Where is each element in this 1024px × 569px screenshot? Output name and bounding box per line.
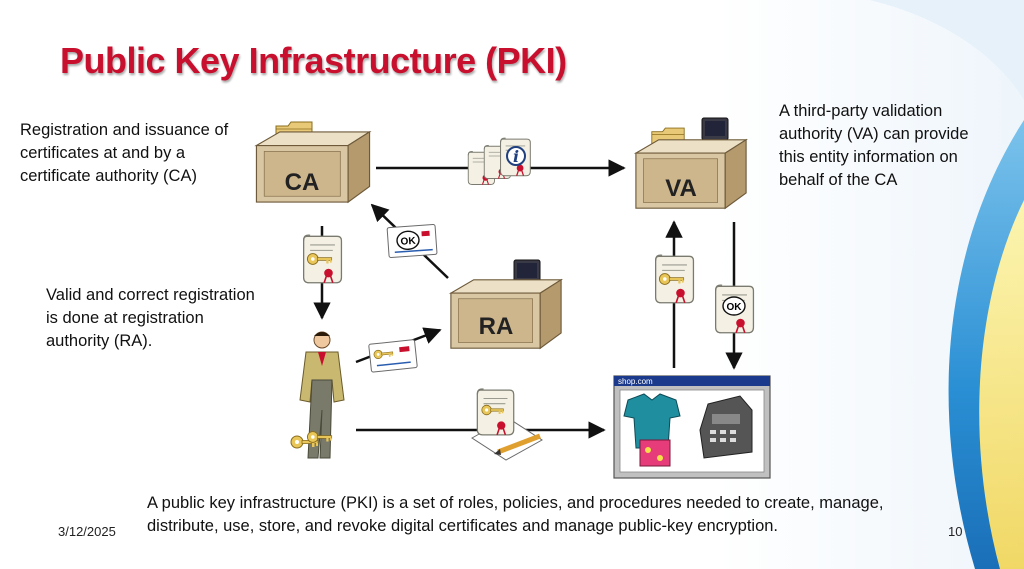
page-number: 10	[948, 524, 963, 539]
pki-definition: A public key infrastructure (PKI) is a s…	[147, 494, 884, 535]
ok-card-label: OK	[400, 236, 417, 248]
shop-window: shop.com	[613, 375, 771, 479]
certificate-stack: i	[467, 137, 531, 186]
ra-description: Valid and correct registration is done a…	[46, 286, 255, 350]
info-badge	[506, 146, 526, 166]
person-icon	[290, 331, 345, 459]
slide-date: 3/12/2025	[58, 524, 116, 539]
va-label: VA	[665, 175, 697, 202]
ok-card: OK	[386, 223, 438, 259]
ca-label: CA	[285, 169, 320, 196]
cash-register-icon	[699, 395, 753, 459]
ra-label: RA	[479, 313, 514, 340]
va-description: A third-party validation authority (VA) …	[779, 102, 969, 189]
certificate-with-key	[654, 254, 695, 304]
ra-node: RA	[450, 259, 562, 349]
id-card	[368, 339, 418, 373]
signed-certificate	[471, 388, 543, 461]
info-badge-label: i	[513, 147, 519, 166]
ca-description: Registration and issuance of certificate…	[20, 121, 229, 185]
pencil-icon	[494, 433, 541, 455]
ca-node: CA	[255, 121, 371, 203]
va-node: VA	[635, 117, 747, 209]
ok-scroll: OK	[714, 284, 755, 334]
shirt-icon	[623, 393, 681, 467]
certificate-with-key	[302, 234, 343, 284]
ok-scroll-label: OK	[727, 302, 743, 313]
shop-window-title: shop.com	[618, 377, 653, 386]
page-title: Public Key Infrastructure (PKI)	[60, 40, 567, 81]
